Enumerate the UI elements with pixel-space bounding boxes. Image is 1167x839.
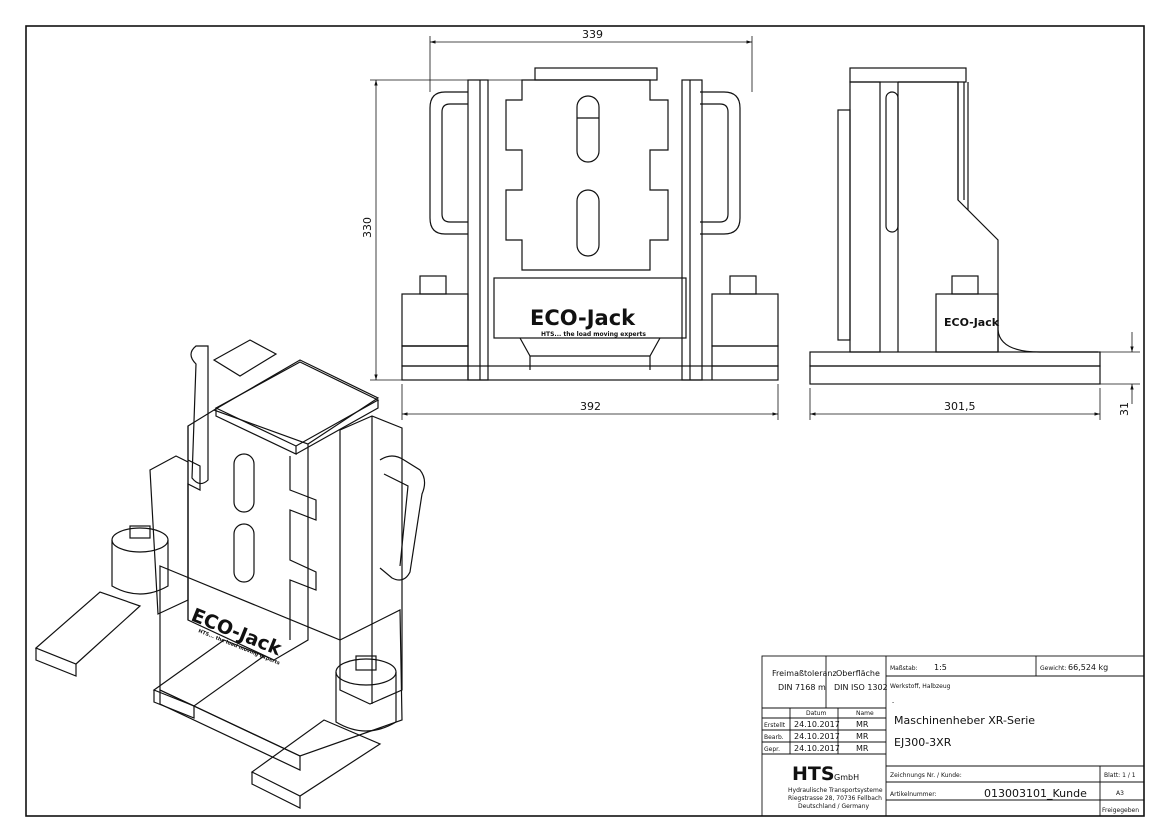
surface-value: DIN ISO 1302 (834, 683, 888, 692)
scale-value: 1:5 (934, 663, 947, 672)
row-created-label: Erstellt (764, 722, 786, 729)
format-value: A3 (1116, 790, 1124, 797)
tolerance-value: DIN 7168 m (778, 683, 826, 692)
company-suffix: GmbH (834, 773, 859, 782)
row-created-date: 24.10.2017 (794, 720, 840, 729)
surface-label: Oberfläche (836, 669, 880, 678)
release-label: Freigegeben (1102, 807, 1139, 814)
row-edited-date: 24.10.2017 (794, 732, 840, 741)
material-value: - (892, 699, 894, 706)
row-checked-date: 24.10.2017 (794, 744, 840, 753)
material-label: Werkstoff, Halbzeug (890, 683, 951, 690)
col-date-header: Datum (806, 710, 826, 717)
weight-label: Gewicht: (1040, 665, 1066, 672)
dim-front-width-top: 339 (582, 28, 603, 41)
col-name-header: Name (856, 710, 874, 717)
front-dimensions (370, 36, 779, 420)
row-edited-name: MR (856, 732, 869, 741)
drawing-frame (25, 25, 1145, 817)
dim-front-width-bottom: 392 (580, 400, 601, 413)
company-line2: Riegstrasse 28, 70736 Fellbach (788, 795, 882, 802)
drawing-title-line1: Maschinenheber XR-Serie (894, 714, 1035, 727)
scale-label: Maßstab: (890, 665, 918, 672)
side-view (809, 67, 1101, 385)
dim-front-height: 330 (361, 217, 374, 238)
row-checked-label: Gepr. (764, 746, 780, 753)
front-logo-tagline: HTS... the load moving experts (541, 331, 646, 338)
company-line3: Deutschland / Germany (798, 803, 870, 810)
side-logo-brand: ECO-Jack (944, 316, 1000, 329)
row-created-name: MR (856, 720, 869, 729)
title-block-lines (761, 655, 1145, 817)
dim-side-width: 301,5 (944, 400, 976, 413)
dim-side-height: 31 (1118, 402, 1131, 416)
sheet-label: Blatt: 1 / 1 (1104, 772, 1136, 779)
article-label: Artikelnummer: (890, 791, 937, 798)
front-view (401, 67, 779, 381)
isometric-view (34, 339, 426, 809)
row-edited-label: Bearb. (764, 734, 784, 741)
front-logo-brand: ECO-Jack (530, 306, 636, 330)
drawing-title-line2: EJ300-3XR (894, 736, 952, 749)
company-line1: Hydraulische Transportsysteme (788, 787, 883, 794)
article-value: 013003101_Kunde (984, 787, 1087, 800)
company-logo: HTS (792, 763, 835, 785)
drawing-number-label: Zeichnungs Nr. / Kunde: (890, 772, 962, 779)
weight-value: 66,524 kg (1068, 663, 1108, 672)
side-dimensions (809, 332, 1140, 420)
tolerance-label: Freimaßtoleranz (772, 669, 837, 678)
row-checked-name: MR (856, 744, 869, 753)
